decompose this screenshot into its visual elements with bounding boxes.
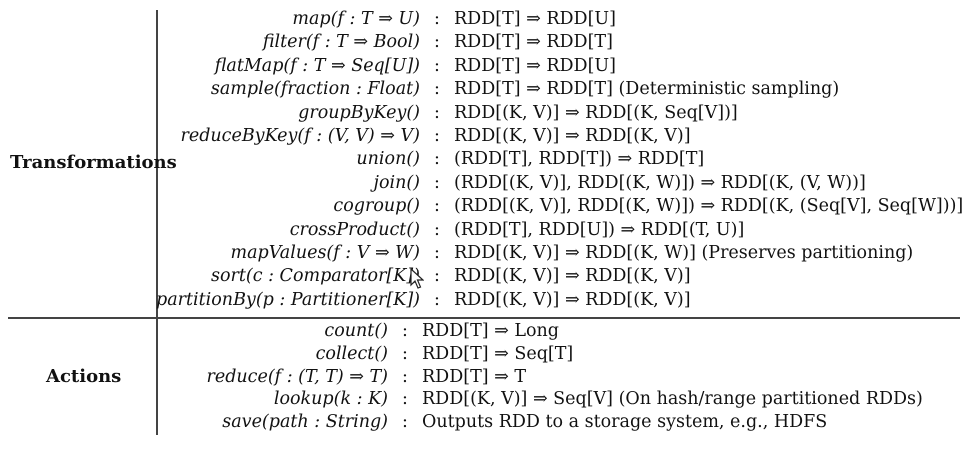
operation-type: RDD[T] ⇒ RDD[U]: [454, 55, 616, 76]
transformation-row: mapValues(f : V ⇒ W): RDD[(K, V)] ⇒ RDD[(…: [0, 242, 968, 264]
separator-colon: :: [402, 412, 408, 433]
separator-colon: :: [434, 243, 440, 263]
separator-colon: :: [402, 389, 408, 410]
operation-signature: partitionBy(p : Partitioner[K]): [156, 289, 420, 310]
operation-signature: lookup(k : K): [273, 389, 388, 410]
transformation-row: crossProduct(): (RDD[T], RDD[U]) ⇒ RDD[(T…: [0, 219, 968, 241]
operation-type: RDD[T] ⇒ Seq[T]: [422, 343, 574, 364]
separator-colon: :: [434, 32, 440, 53]
transformation-row: partitionBy(p : Partitioner[K]): RDD[(K, …: [0, 289, 968, 311]
actions-label: Actions: [46, 366, 122, 387]
operation-signature: join(): [373, 172, 420, 193]
transformation-row: filter(f : T ⇒ Bool): RDD[T] ⇒ RDD[T]: [0, 31, 968, 53]
separator-colon: :: [434, 289, 440, 310]
operation-signature: union(): [356, 149, 420, 170]
operation-type: RDD[(K, V)] ⇒ RDD[(K, V)]: [454, 266, 691, 287]
transformation-row: sample(fraction : Float): RDD[T] ⇒ RDD[T]…: [0, 78, 968, 100]
action-row: collect(): RDD[T] ⇒ Seq[T]: [0, 343, 968, 365]
operation-type: Outputs RDD to a storage system, e.g., H…: [422, 412, 828, 433]
operation-type: RDD[T] ⇒ RDD[T]: [454, 32, 613, 53]
operation-type: RDD[(K, V)] ⇒ RDD[(K, V)]: [454, 289, 691, 310]
operation-type: RDD[(K, V)] ⇒ RDD[(K, V)]: [454, 126, 691, 146]
action-row: reduce(f : (T, T) ⇒ T): RDD[T] ⇒ T: [0, 366, 968, 388]
operation-type: RDD[(K, V)] ⇒ Seq[V] (On hash/range part…: [422, 389, 923, 410]
action-row: count(): RDD[T] ⇒ Long: [0, 320, 968, 342]
operation-signature: flatMap(f : T ⇒ Seq[U]): [214, 55, 420, 76]
transformation-row: cogroup(): (RDD[(K, V)], RDD[(K, W)]) ⇒ R…: [0, 195, 968, 217]
operation-type: (RDD[T], RDD[U]) ⇒ RDD[(T, U)]: [454, 219, 745, 240]
operation-type: RDD[T] ⇒ RDD[U]: [454, 9, 616, 29]
operation-signature: map(f : T ⇒ U): [292, 9, 420, 29]
action-row: save(path : String): Outputs RDD to a sto…: [0, 411, 968, 433]
operation-signature: collect(): [315, 343, 388, 364]
transformation-row: union(): (RDD[T], RDD[T]) ⇒ RDD[T]: [0, 148, 968, 170]
operation-type: RDD[T] ⇒ RDD[T] (Deterministic sampling): [454, 79, 840, 100]
operation-type: RDD[(K, V)] ⇒ RDD[(K, Seq[V])]: [454, 102, 738, 123]
operation-signature: save(path : String): [222, 412, 388, 433]
transformation-row: reduceByKey(f : (V, V) ⇒ V): RDD[(K, V)] …: [0, 125, 968, 147]
transformation-row: sort(c : Comparator[K]): RDD[(K, V)] ⇒ RD…: [0, 265, 968, 287]
operation-signature: cogroup(): [333, 196, 420, 217]
separator-colon: :: [434, 172, 440, 193]
horizontal-divider: [8, 317, 960, 319]
transformation-row: groupByKey(): RDD[(K, V)] ⇒ RDD[(K, Seq[V…: [0, 102, 968, 124]
separator-colon: :: [402, 366, 408, 387]
separator-colon: :: [434, 126, 440, 146]
operation-signature: groupByKey(): [298, 102, 420, 123]
operation-type: RDD[T] ⇒ Long: [422, 321, 559, 341]
operation-signature: filter(f : T ⇒ Bool): [262, 32, 420, 53]
operation-type: RDD[T] ⇒ T: [422, 366, 527, 387]
separator-colon: :: [434, 266, 440, 287]
operation-signature: reduce(f : (T, T) ⇒ T): [206, 366, 388, 387]
transformations-label: Transformations: [10, 152, 177, 173]
transformation-row: flatMap(f : T ⇒ Seq[U]): RDD[T] ⇒ RDD[U]: [0, 55, 968, 77]
separator-colon: :: [434, 102, 440, 123]
operation-type: (RDD[(K, V)], RDD[(K, W)]) ⇒ RDD[(K, (V,…: [454, 172, 866, 193]
separator-colon: :: [402, 343, 408, 364]
mouse-pointer-icon: [410, 268, 424, 289]
operation-signature: count(): [324, 321, 388, 341]
operation-signature: reduceByKey(f : (V, V) ⇒ V): [180, 126, 420, 146]
operation-signature: mapValues(f : V ⇒ W): [230, 243, 420, 263]
separator-colon: :: [434, 149, 440, 170]
operation-signature: sort(c : Comparator[K]): [210, 266, 420, 287]
separator-colon: :: [434, 79, 440, 100]
vertical-divider: [156, 10, 158, 435]
separator-colon: :: [402, 321, 408, 341]
separator-colon: :: [434, 9, 440, 29]
operation-type: (RDD[T], RDD[T]) ⇒ RDD[T]: [454, 149, 705, 170]
separator-colon: :: [434, 219, 440, 240]
transformation-row: join(): (RDD[(K, V)], RDD[(K, W)]) ⇒ RDD[…: [0, 172, 968, 194]
separator-colon: :: [434, 196, 440, 217]
operation-signature: sample(fraction : Float): [210, 79, 420, 100]
transformation-row: map(f : T ⇒ U): RDD[T] ⇒ RDD[U]: [0, 8, 968, 30]
action-row: lookup(k : K): RDD[(K, V)] ⇒ Seq[V] (On h…: [0, 388, 968, 410]
operation-type: (RDD[(K, V)], RDD[(K, W)]) ⇒ RDD[(K, (Se…: [454, 196, 964, 217]
operation-type: RDD[(K, V)] ⇒ RDD[(K, W)] (Preserves par…: [454, 243, 914, 263]
operation-signature: crossProduct(): [289, 219, 420, 240]
separator-colon: :: [434, 55, 440, 76]
